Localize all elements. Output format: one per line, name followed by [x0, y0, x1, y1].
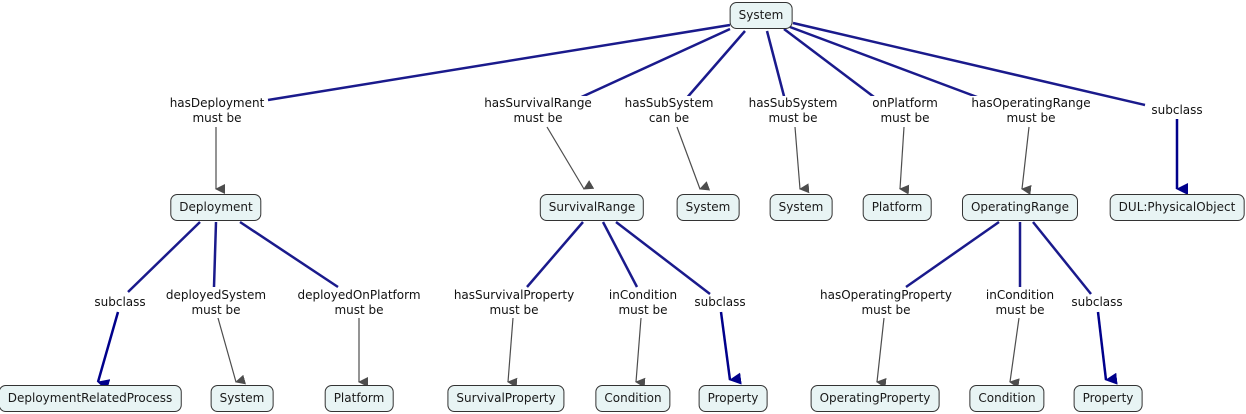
arrow-deployedsystem	[217, 317, 247, 385]
link-survivalrange-hassurvivalproperty	[526, 221, 584, 288]
relation-name: hasOperatingRange	[971, 96, 1091, 110]
relation-hasoperatingproperty: hasOperatingProperty must be	[818, 288, 954, 318]
arrow-hasoperatingproperty	[876, 317, 887, 388]
relation-qualifier: must be	[861, 303, 911, 317]
relation-operating-subclass: subclass	[1069, 295, 1125, 310]
node-survival-property-super[interactable]: Property	[698, 385, 768, 412]
node-system-can[interactable]: System	[676, 194, 740, 221]
relation-hasdeployment: hasDeployment must be	[167, 96, 267, 126]
root-links	[267, 21, 1146, 107]
link-deployment-deployedonplatform	[239, 220, 339, 289]
relation-qualifier: can be	[648, 111, 690, 125]
relation-qualifier: must be	[334, 303, 384, 317]
link-system-hassurvivalrange	[574, 27, 731, 102]
link-survivalrange-subclass	[615, 221, 711, 295]
relation-name: hasSubSystem	[748, 96, 838, 110]
relation-deployedonplatform: deployedOnPlatform must be	[295, 288, 423, 318]
relation-qualifier: must be	[192, 111, 242, 125]
node-survival-range[interactable]: SurvivalRange	[539, 194, 645, 221]
link-system-subclass	[792, 21, 1146, 107]
relation-qualifier: must be	[191, 303, 241, 317]
relation-hasoperatingrange: hasOperatingRange must be	[969, 96, 1093, 126]
relation-name: deployedOnPlatform	[297, 288, 421, 302]
arrow-hassurvivalrange	[546, 126, 595, 190]
arrow-survival-subclass	[719, 311, 742, 385]
link-system-hasdeployment	[267, 23, 731, 102]
relation-qualifier: must be	[880, 111, 930, 125]
relation-onplatform: onPlatform must be	[870, 96, 940, 126]
relation-survival-subclass: subclass	[692, 295, 748, 310]
arrow-operating-subclass	[1096, 311, 1118, 385]
node-deployment-related-process[interactable]: DeploymentRelatedProcess	[0, 385, 182, 412]
node-platform-top[interactable]: Platform	[862, 194, 932, 221]
node-survival-property[interactable]: SurvivalProperty	[447, 385, 565, 412]
link-operatingrange-subclass	[1032, 221, 1092, 295]
relation-deployment-subclass: subclass	[92, 295, 148, 310]
relation-qualifier: must be	[489, 303, 539, 317]
link-deployment-deployedsystem	[212, 221, 218, 288]
relation-qualifier: must be	[513, 111, 563, 125]
node-dul-physical-object[interactable]: DUL:PhysicalObject	[1109, 194, 1245, 221]
arrow-deployment-subclass	[96, 311, 120, 391]
relation-arrows-top	[215, 126, 1032, 195]
node-deployed-platform[interactable]: Platform	[324, 385, 394, 412]
node-operating-property-super[interactable]: Property	[1073, 385, 1143, 412]
arrow-operating-incondition	[1009, 317, 1020, 389]
node-system-root[interactable]: System	[729, 2, 793, 29]
relation-system-subclass: subclass	[1149, 103, 1205, 118]
survivalrange-links	[526, 221, 711, 295]
relation-name: hasSubSystem	[624, 96, 714, 110]
arrow-onplatform	[899, 126, 910, 195]
relation-hassubsystem-must: hasSubSystem must be	[746, 96, 840, 126]
relation-name: subclass	[1071, 295, 1123, 309]
relation-qualifier: must be	[618, 303, 668, 317]
relation-hassubsystem-can: hasSubSystem can be	[622, 96, 716, 126]
link-system-onplatform	[783, 28, 879, 101]
relation-qualifier: must be	[768, 111, 818, 125]
link-operatingrange-hasoperatingproperty	[905, 220, 1000, 289]
arrow-hasoperatingrange	[1021, 126, 1032, 195]
relation-name: subclass	[694, 295, 746, 309]
node-system-must[interactable]: System	[769, 194, 833, 221]
link-deployment-subclass	[127, 221, 201, 293]
relation-survival-incondition: inCondition must be	[606, 288, 680, 318]
relation-name: inCondition	[608, 288, 678, 302]
relation-name: subclass	[1151, 103, 1203, 117]
relation-hassurvivalrange: hasSurvivalRange must be	[482, 96, 594, 126]
node-survival-condition[interactable]: Condition	[595, 385, 671, 412]
node-deployment[interactable]: Deployment	[170, 194, 262, 221]
relation-name: inCondition	[985, 288, 1055, 302]
relation-name: subclass	[94, 295, 146, 309]
relation-name: hasSurvivalRange	[484, 96, 592, 110]
relation-name: hasOperatingProperty	[820, 288, 952, 302]
link-system-hassubsystem-must	[765, 30, 787, 101]
relation-name: hasDeployment	[169, 96, 265, 110]
link-system-hasoperatingrange	[789, 25, 986, 102]
arrow-hassurvivalproperty	[507, 317, 518, 388]
arrow-hassubsystem-must	[794, 126, 810, 194]
relation-hassurvivalproperty: hasSurvivalProperty must be	[451, 288, 577, 318]
arrow-survival-incondition	[635, 317, 646, 388]
relation-name: onPlatform	[872, 96, 938, 110]
operatingrange-links	[905, 220, 1092, 295]
relation-name: deployedSystem	[165, 288, 267, 302]
relation-deployedsystem: deployedSystem must be	[163, 288, 269, 318]
arrow-hassubsystem-can	[676, 126, 711, 191]
link-survivalrange-incondition	[601, 221, 639, 288]
node-operating-range[interactable]: OperatingRange	[961, 194, 1079, 221]
relation-qualifier: must be	[995, 303, 1045, 317]
deployment-links	[127, 220, 339, 293]
node-operating-condition[interactable]: Condition	[969, 385, 1045, 412]
node-operating-property[interactable]: OperatingProperty	[810, 385, 940, 412]
relation-qualifier: must be	[1006, 111, 1056, 125]
node-deployed-system[interactable]: System	[210, 385, 274, 412]
relation-name: hasSurvivalProperty	[453, 288, 575, 302]
relation-operating-incondition: inCondition must be	[983, 288, 1057, 318]
link-system-hassubsystem-can	[684, 30, 746, 101]
